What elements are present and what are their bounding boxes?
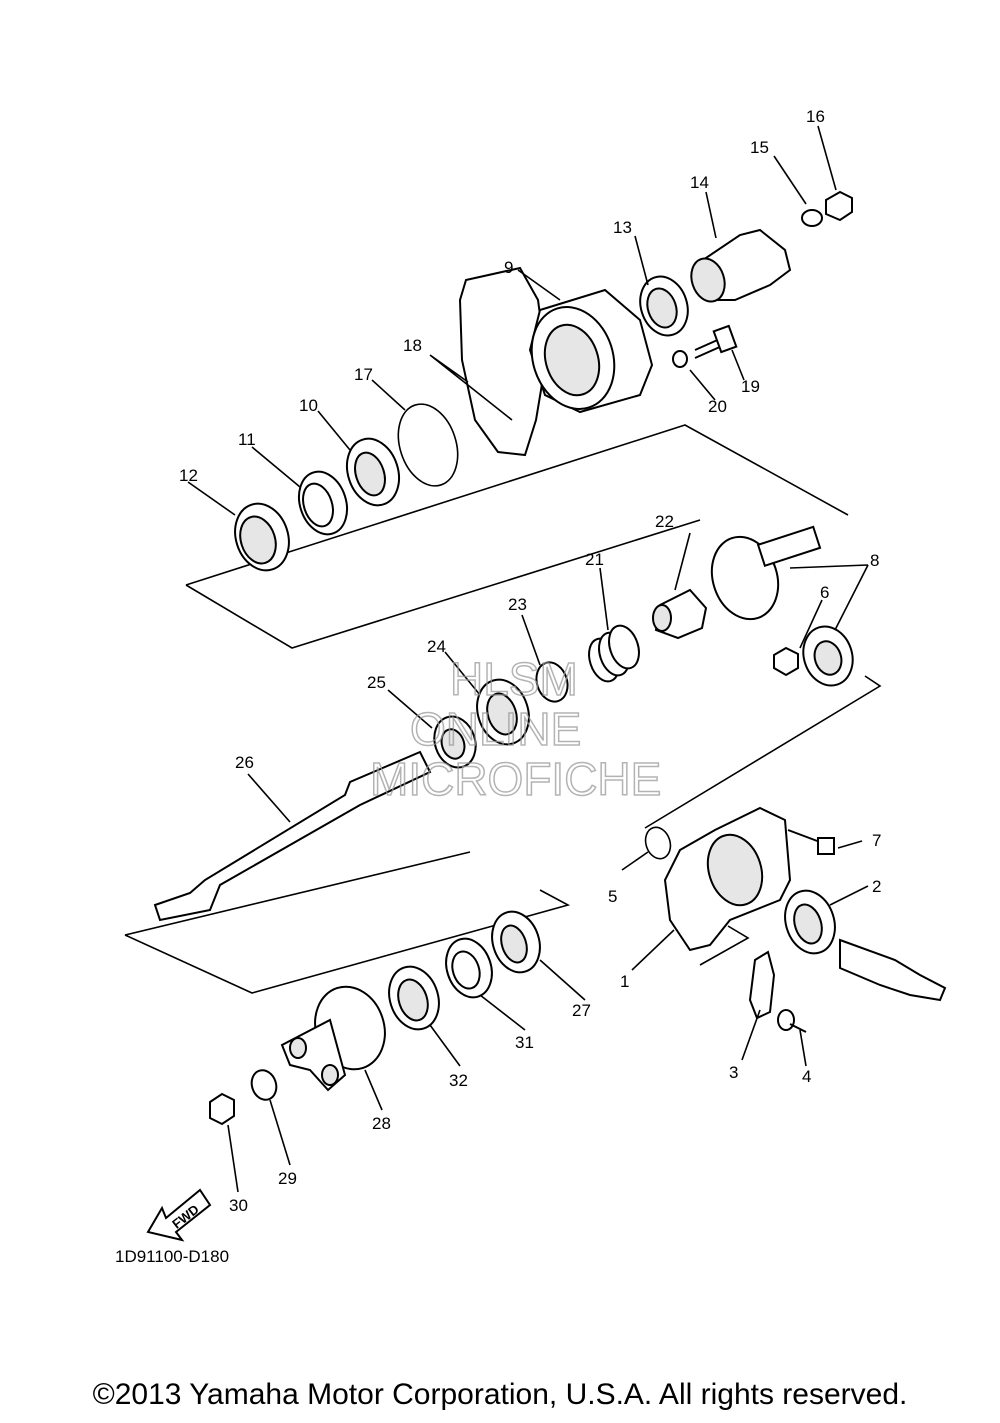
- housing-9: [528, 288, 654, 414]
- callout-7: 7: [872, 831, 881, 850]
- callout-26: 26: [235, 753, 254, 772]
- callout-8: 8: [870, 551, 879, 570]
- callout-1: 1: [620, 972, 629, 991]
- washer-29: [250, 1069, 278, 1101]
- callout-16: 16: [806, 107, 825, 126]
- callout-19: 19: [741, 377, 760, 396]
- callout-30: 30: [229, 1196, 248, 1215]
- o-ring-5: [644, 826, 672, 860]
- callout-13: 13: [613, 218, 632, 237]
- callout-4: 4: [802, 1067, 811, 1086]
- gasket-18: [458, 266, 548, 457]
- oil-seal-32: [388, 965, 440, 1031]
- shaft-26: [153, 750, 432, 922]
- sensor-shaft: [839, 938, 947, 1002]
- bearing-10: [346, 437, 400, 507]
- callout-21: 21: [585, 550, 604, 569]
- group-outline-middle: [124, 851, 571, 994]
- nut-6: [773, 646, 799, 677]
- bearing-2: [784, 889, 836, 955]
- callout-28: 28: [372, 1114, 391, 1133]
- callout-20: 20: [708, 397, 727, 416]
- bolt-7: [787, 829, 835, 855]
- watermark-line-1: HLSM: [450, 653, 578, 705]
- callout-22: 22: [655, 512, 674, 531]
- callout-6: 6: [820, 583, 829, 602]
- callout-numbers: 1 2 3 4 5 6 7 8 9 10 11 12 13 14 15 16 1…: [179, 107, 881, 1215]
- callout-3: 3: [729, 1063, 738, 1082]
- diagram-code: 1D91100-D180: [115, 1247, 229, 1266]
- callout-31: 31: [515, 1033, 534, 1052]
- washer-20: [672, 350, 688, 368]
- nut-16: [825, 190, 853, 222]
- spring-21: [588, 624, 640, 683]
- fwd-arrow: FWD: [146, 1188, 212, 1242]
- callout-12: 12: [179, 466, 198, 485]
- yoke-28: [280, 985, 386, 1092]
- callout-15: 15: [750, 138, 769, 157]
- callout-11: 11: [238, 430, 256, 449]
- bearing-24: [476, 678, 530, 746]
- yoke-14: [690, 228, 792, 303]
- watermark-line-3: MICROFICHE: [370, 753, 661, 805]
- callout-17: 17: [354, 365, 373, 384]
- callout-10: 10: [299, 396, 318, 415]
- callout-2: 2: [872, 877, 881, 896]
- group-outline-bracket: [699, 925, 750, 966]
- callout-23: 23: [508, 595, 527, 614]
- gear-8: [710, 525, 854, 687]
- collar-22: [652, 588, 708, 640]
- bearing-11: [297, 470, 349, 536]
- callout-14: 14: [690, 173, 709, 192]
- callout-5: 5: [608, 887, 617, 906]
- nut-30: [209, 1092, 235, 1126]
- shim-23: [535, 661, 569, 703]
- callout-9: 9: [504, 258, 513, 277]
- copyright-notice: ©2013 Yamaha Motor Corporation, U.S.A. A…: [92, 1378, 908, 1411]
- callout-24: 24: [427, 637, 446, 656]
- washer-15: [801, 209, 823, 227]
- bolt-4: [777, 1009, 807, 1033]
- oil-seal-12: [234, 502, 290, 572]
- bearing-31: [445, 937, 493, 999]
- bearing-27: [491, 910, 541, 974]
- group-outline-upper: [185, 424, 849, 649]
- callout-18: 18: [403, 336, 422, 355]
- callout-29: 29: [278, 1169, 297, 1188]
- callout-27: 27: [572, 1001, 591, 1020]
- group-outline-right: [644, 675, 882, 829]
- o-ring-17: [397, 403, 459, 487]
- collar-25: [433, 715, 477, 769]
- bolt-19: [694, 324, 738, 359]
- oil-seal-13: [639, 275, 689, 337]
- case-1: [663, 806, 792, 952]
- watermark: HLSM ONLINE MICROFICHE: [369, 652, 662, 806]
- callout-32: 32: [449, 1071, 468, 1090]
- callout-25: 25: [367, 673, 386, 692]
- leader-lines: [187, 125, 869, 1193]
- watermark-line-2: ONLINE: [410, 703, 581, 755]
- bracket-3: [748, 950, 776, 1020]
